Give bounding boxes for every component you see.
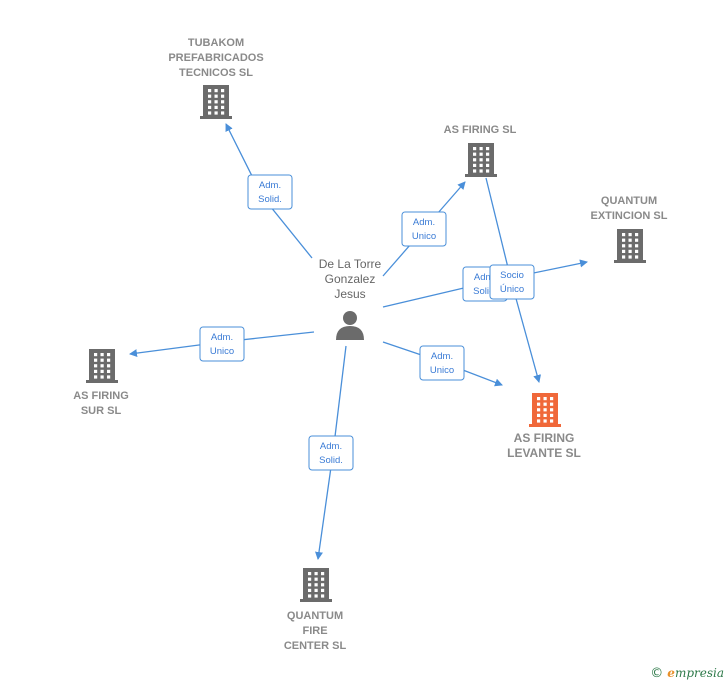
relation-role-text: Adm. bbox=[474, 272, 496, 283]
building-icon-as-firing-levante[interactable] bbox=[529, 393, 561, 427]
company-label-quantum-fire-center[interactable]: QUANTUM bbox=[287, 610, 343, 622]
building-icon-quantum-fire-center[interactable] bbox=[300, 568, 332, 602]
relation-label-as-firing-levante[interactable]: Adm. Unico bbox=[419, 345, 465, 381]
relation-role-text: Solid. bbox=[473, 286, 497, 297]
brand-initial: e bbox=[667, 666, 675, 680]
company-label-as-firing-levante[interactable]: LEVANTE SL bbox=[507, 446, 581, 460]
person-name-line[interactable]: De La Torre bbox=[319, 257, 382, 271]
company-label-quantum-extincion[interactable]: QUANTUM bbox=[601, 195, 657, 207]
building-icon-tubakom[interactable] bbox=[200, 85, 232, 119]
relation-role-text: Solid. bbox=[319, 455, 343, 466]
relation-role-text: Unico bbox=[210, 346, 234, 357]
building-icon-as-firing-sur[interactable] bbox=[86, 349, 118, 383]
company-label-as-firing[interactable]: AS FIRING SL bbox=[444, 124, 517, 136]
relation-role-text: Solid. bbox=[258, 194, 282, 205]
relation-role-text: Adm. bbox=[211, 332, 233, 343]
brand-name: mpresia bbox=[674, 666, 724, 680]
person-name-line[interactable]: Jesus bbox=[334, 287, 365, 301]
relation-role-text: Unico bbox=[430, 365, 454, 376]
building-icon-as-firing[interactable] bbox=[465, 143, 497, 177]
relation-role-text: Unico bbox=[412, 231, 436, 242]
company-label-as-firing-levante[interactable]: AS FIRING bbox=[514, 431, 575, 445]
empresia-logo[interactable]: ©empresia bbox=[650, 666, 724, 681]
person-name-line[interactable]: Gonzalez bbox=[325, 272, 376, 286]
company-label-quantum-fire-center[interactable]: FIRE bbox=[302, 625, 327, 637]
relation-role-text: Adm. bbox=[431, 351, 453, 362]
company-label-tubakom[interactable]: TECNICOS SL bbox=[179, 67, 253, 79]
relation-label-as-firing[interactable]: Adm. Unico bbox=[401, 211, 447, 247]
relation-role-text: Adm. bbox=[320, 441, 342, 452]
company-label-as-firing-sur[interactable]: AS FIRING bbox=[73, 390, 129, 402]
company-label-tubakom[interactable]: TUBAKOM bbox=[188, 37, 244, 49]
company-label-quantum-fire-center[interactable]: CENTER SL bbox=[284, 640, 347, 652]
relation-label-quantum-fire-center[interactable]: Adm. Solid. bbox=[308, 435, 354, 471]
copyright-symbol: © bbox=[650, 666, 664, 681]
relation-role-text: Adm. bbox=[259, 180, 281, 191]
relation-label-tubakom[interactable]: Adm. Solid. bbox=[247, 174, 293, 210]
company-label-tubakom[interactable]: PREFABRICADOS bbox=[168, 52, 263, 64]
company-label-as-firing-sur[interactable]: SUR SL bbox=[81, 405, 122, 417]
company-label-quantum-extincion[interactable]: EXTINCION SL bbox=[590, 210, 667, 222]
relation-label-as-firing-sur[interactable]: Adm. Unico bbox=[199, 326, 245, 362]
relation-role-text: Adm. bbox=[413, 217, 435, 228]
person-icon[interactable] bbox=[336, 311, 364, 340]
relation-role-text: Socio bbox=[500, 270, 524, 281]
building-icon-quantum-extincion[interactable] bbox=[614, 229, 646, 263]
relation-role-text: Único bbox=[500, 284, 524, 295]
